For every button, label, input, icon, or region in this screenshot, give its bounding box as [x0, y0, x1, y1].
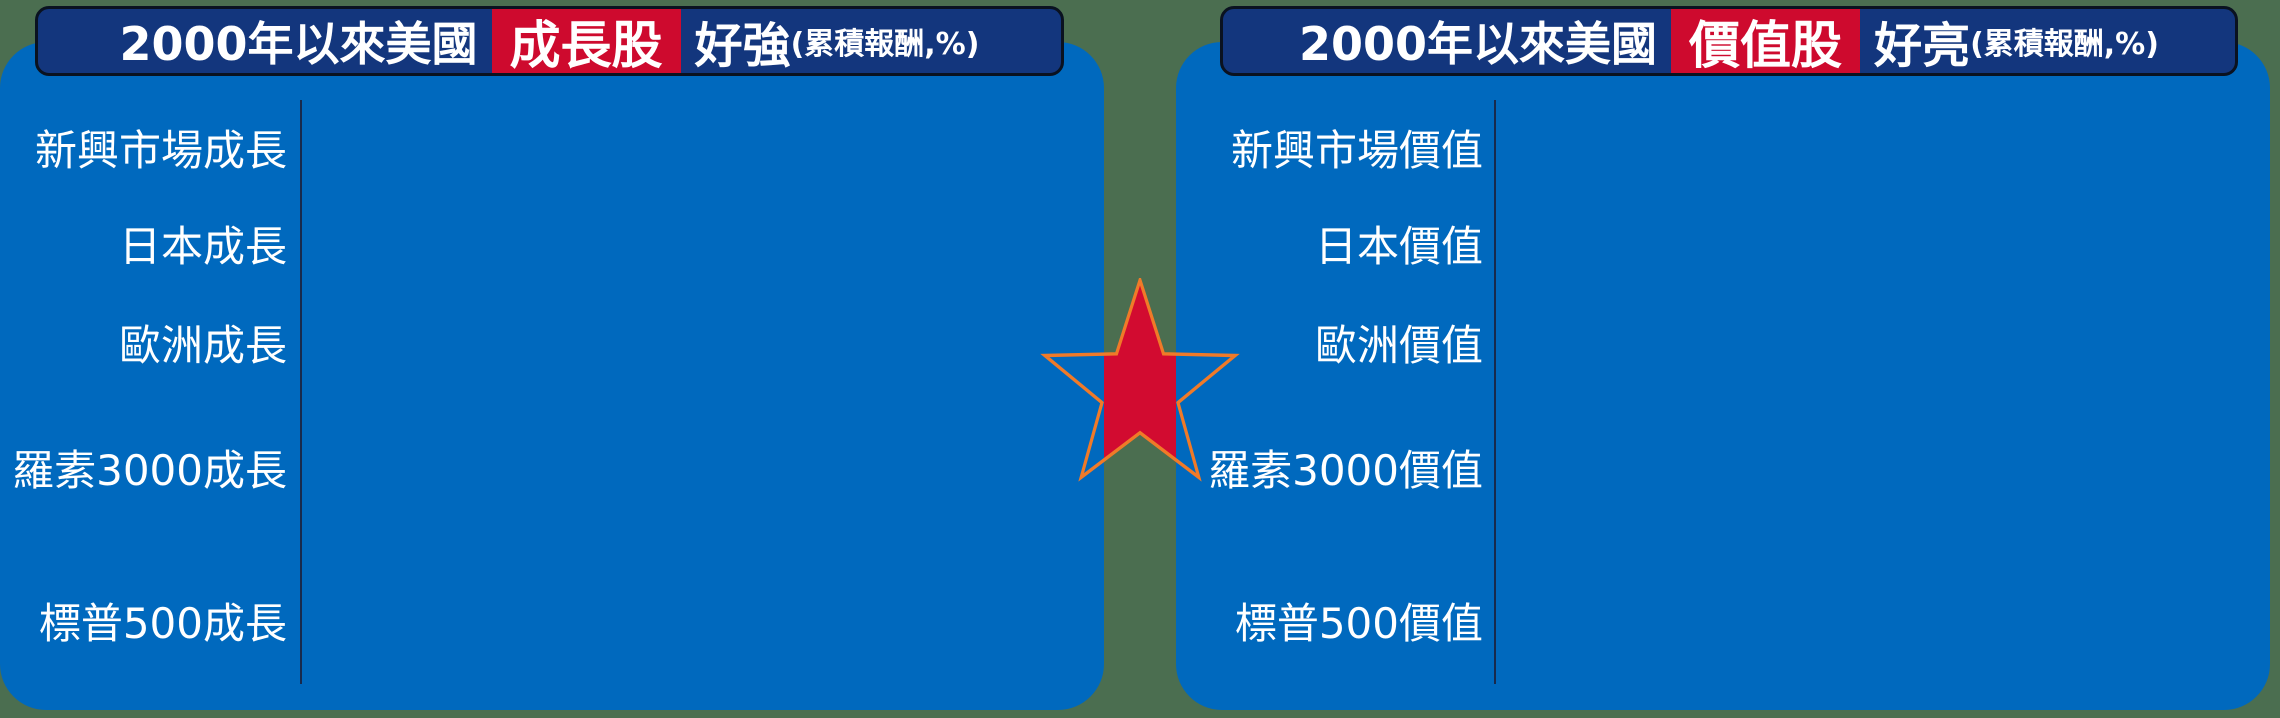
growth-title-suffix: 好強: [694, 18, 791, 74]
star-icon: [1040, 278, 1240, 482]
growth-category-label: 羅素3000成長: [12, 446, 287, 496]
value-category-label: 歐洲價值: [1314, 321, 1483, 371]
value-chart-title: 2000年以來美國 價值股 好亮 (累積報酬,%): [1220, 6, 2238, 76]
growth-title-prefix: 2000年以來美國: [119, 17, 478, 71]
value-title-prefix: 2000年以來美國: [1299, 17, 1658, 71]
value-chart-axis-line: [1494, 100, 1496, 684]
growth-chart-panel: [0, 42, 1104, 710]
growth-title-unit: (累積報酬,%): [790, 27, 980, 62]
growth-category-label: 歐洲成長: [118, 321, 287, 371]
value-chart-panel: [1176, 42, 2270, 710]
growth-category-label: 新興市場成長: [34, 126, 287, 176]
growth-category-label: 標普500成長: [38, 599, 287, 649]
value-title-unit: (累積報酬,%): [1970, 27, 2159, 62]
value-title-highlight: 價值股: [1671, 9, 1861, 76]
growth-title-highlight: 成長股: [491, 9, 681, 76]
growth-chart-title: 2000年以來美國 成長股 好強 (累積報酬,%): [35, 6, 1064, 76]
growth-category-label: 日本成長: [118, 222, 287, 272]
growth-title-tail: 好強 (累積報酬,%): [695, 6, 980, 76]
value-category-label: 日本價值: [1314, 222, 1483, 272]
growth-chart-axis-line: [300, 100, 302, 684]
value-category-label: 羅素3000價值: [1208, 446, 1483, 496]
value-category-label: 標普500價值: [1234, 599, 1483, 649]
value-title-tail: 好亮 (累積報酬,%): [1874, 6, 2159, 76]
value-category-label: 新興市場價值: [1230, 126, 1483, 176]
value-title-suffix: 好亮: [1874, 18, 1971, 74]
